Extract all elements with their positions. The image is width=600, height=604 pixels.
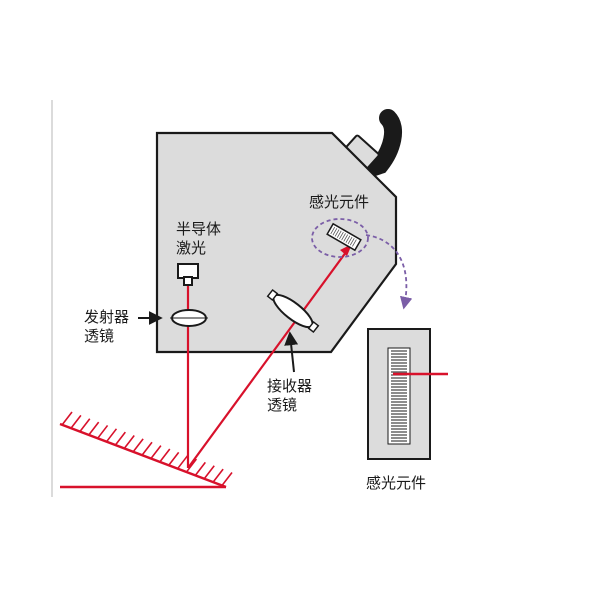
- label-emitter-line1: 发射器: [84, 308, 130, 326]
- label-laser-line2: 激光: [176, 239, 207, 257]
- reflected-beam: [187, 247, 350, 469]
- receiver-lens-pointer: [284, 331, 299, 373]
- label-laser-line1: 半导体: [176, 220, 222, 238]
- emitter-lens: [170, 309, 208, 327]
- label-sensor-bottom: 感光元件: [366, 474, 427, 492]
- target-surface: [59, 411, 233, 489]
- label-sensor-top: 感光元件: [309, 193, 370, 211]
- label-receiver-line2: 透镜: [267, 396, 298, 414]
- laser-emitter: [177, 263, 199, 286]
- label-emitter-line2: 透镜: [84, 327, 115, 345]
- receiver-lens: [266, 288, 320, 334]
- label-receiver-line1: 接收器: [267, 377, 313, 395]
- sensing-element-callout: [311, 218, 369, 258]
- sensor-housing: [155, 131, 398, 354]
- callout-arrow-icon: [365, 234, 413, 310]
- sensor-element-enlarged: [367, 328, 431, 460]
- sensing-element: [326, 222, 362, 252]
